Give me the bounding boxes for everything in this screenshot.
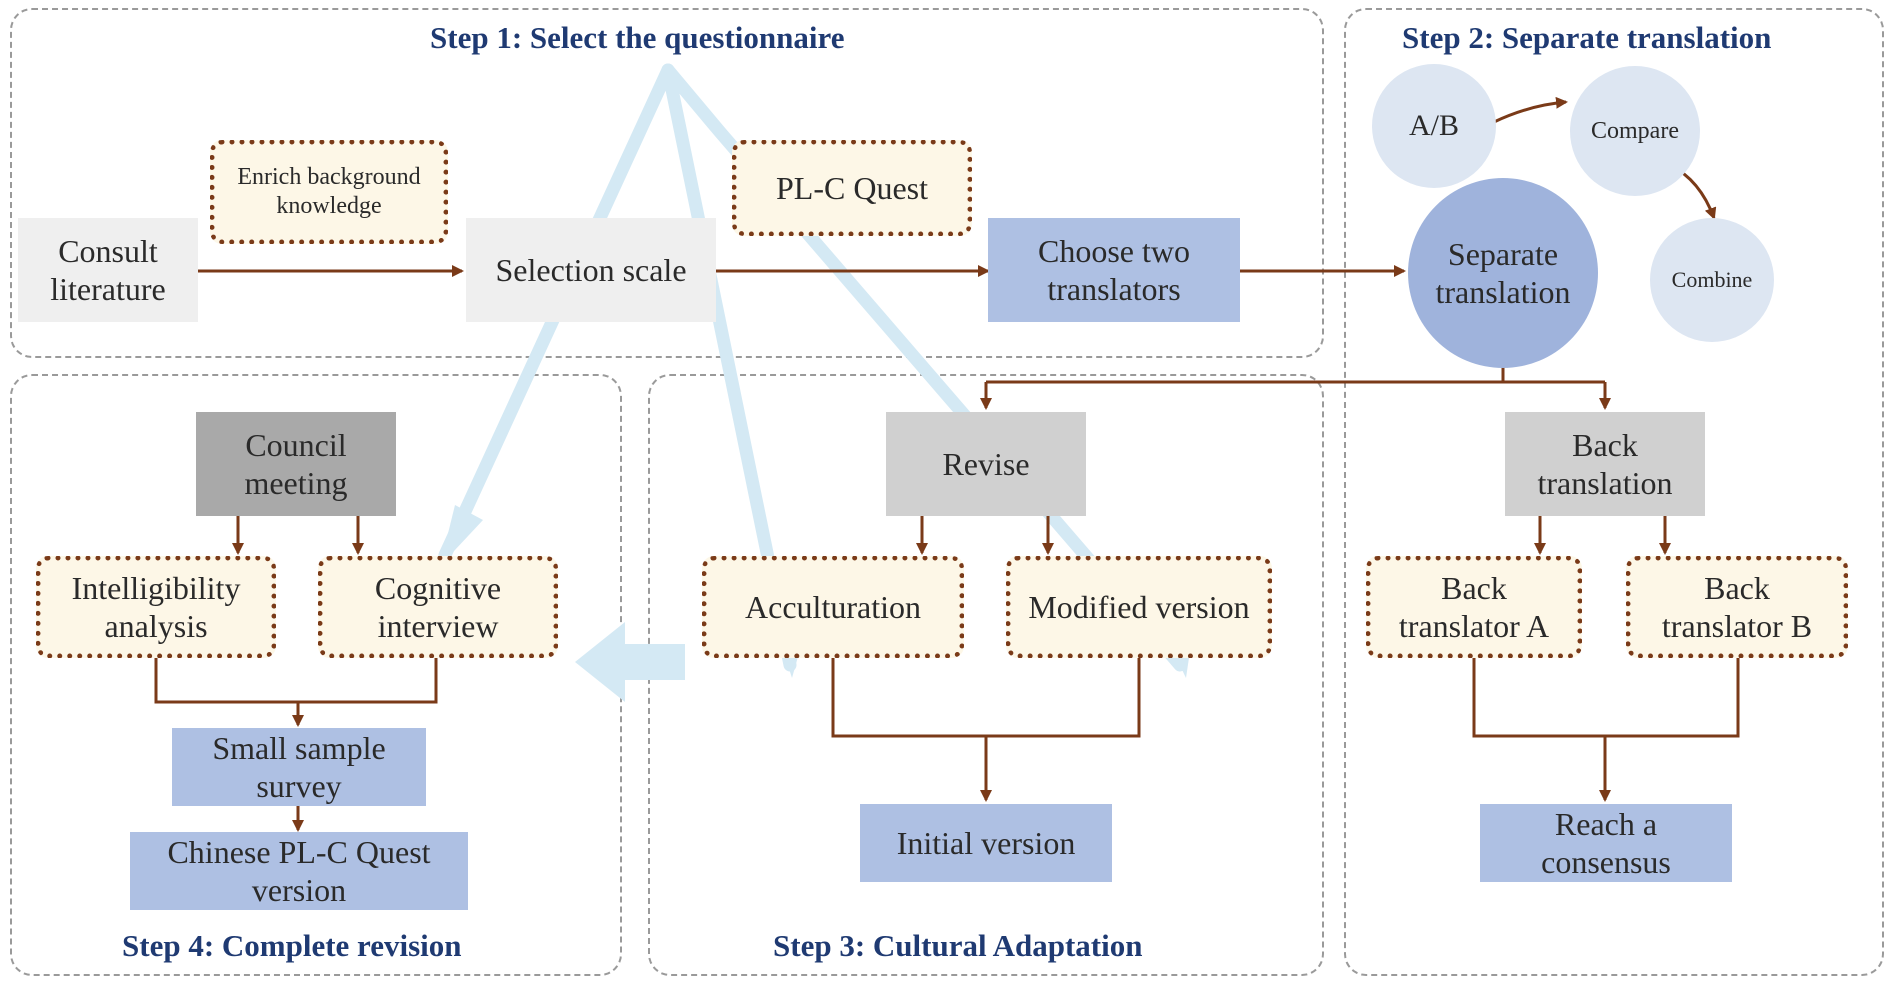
brown-connectors	[154, 96, 1740, 832]
selection-scale-box: Selection scale	[466, 218, 716, 322]
enrich-background-label: Enrich background knowledge	[237, 164, 421, 219]
back-translation-label: Back translation	[1537, 426, 1673, 501]
cognitive-interview-box: Cognitive interview	[318, 556, 558, 658]
arrow-ab-to-compare	[1493, 96, 1568, 124]
initial-version-box: Initial version	[860, 804, 1112, 882]
line-join-step4	[154, 657, 438, 704]
compare-circle: Compare	[1570, 66, 1700, 196]
step3-title: Step 3: Cultural Adaptation	[773, 928, 1143, 963]
step1-title: Step 1: Select the questionnaire	[430, 20, 845, 55]
consult-literature-label: Consult literature	[50, 232, 166, 307]
revise-box: Revise	[886, 412, 1086, 516]
line-join-step3	[831, 657, 1141, 738]
back-translator-b-box: Back translator B	[1626, 556, 1848, 658]
intelligibility-analysis-label: Intelligibility analysis	[71, 569, 241, 644]
reach-consensus-label: Reach a consensus	[1541, 805, 1671, 880]
cognitive-interview-label: Cognitive interview	[374, 569, 502, 644]
council-meeting-box: Council meeting	[196, 412, 396, 516]
ab-label: A/B	[1408, 109, 1459, 142]
choose-translators-box: Choose two translators	[988, 218, 1240, 322]
acculturation-label: Acculturation	[745, 588, 921, 625]
choose-translators-label: Choose two translators	[1038, 232, 1190, 307]
plc-quest-label: PL-C Quest	[776, 169, 928, 206]
line-join-step2	[1472, 657, 1740, 738]
separate-translation-circle: Separate translation	[1408, 178, 1598, 368]
acculturation-box: Acculturation	[702, 556, 964, 658]
back-translator-b-label: Back translator B	[1661, 569, 1813, 644]
light-block-arrow-step3-to-step4	[575, 622, 685, 702]
plc-quest-box: PL-C Quest	[732, 140, 972, 236]
enrich-background-box: Enrich background knowledge	[210, 140, 448, 244]
modified-version-box: Modified version	[1006, 556, 1272, 658]
light-arrowhead-left	[440, 505, 483, 566]
step4-title: Step 4: Complete revision	[122, 928, 462, 963]
consult-literature-box: Consult literature	[18, 218, 198, 322]
step2-title: Step 2: Separate translation	[1402, 20, 1772, 55]
revise-label: Revise	[942, 445, 1030, 482]
council-meeting-label: Council meeting	[244, 426, 348, 501]
back-translation-box: Back translation	[1505, 412, 1705, 516]
separate-translation-label: Separate translation	[1435, 235, 1571, 310]
compare-label: Compare	[1591, 117, 1679, 144]
chinese-version-label: Chinese PL-C Quest version	[167, 833, 431, 908]
back-translator-a-label: Back translator A	[1398, 569, 1550, 644]
combine-label: Combine	[1671, 266, 1753, 292]
panel-step1	[10, 8, 1324, 358]
chinese-version-box: Chinese PL-C Quest version	[130, 832, 468, 910]
ab-circle: A/B	[1372, 64, 1496, 188]
initial-version-label: Initial version	[896, 824, 1076, 861]
small-sample-survey-label: Small sample survey	[212, 729, 386, 804]
modified-version-label: Modified version	[1028, 588, 1250, 625]
intelligibility-analysis-box: Intelligibility analysis	[36, 556, 276, 658]
combine-circle: Combine	[1650, 218, 1774, 342]
back-translator-a-box: Back translator A	[1366, 556, 1582, 658]
small-sample-survey-box: Small sample survey	[172, 728, 426, 806]
selection-scale-label: Selection scale	[495, 251, 687, 288]
panel-step2	[1344, 8, 1884, 976]
reach-consensus-box: Reach a consensus	[1480, 804, 1732, 882]
